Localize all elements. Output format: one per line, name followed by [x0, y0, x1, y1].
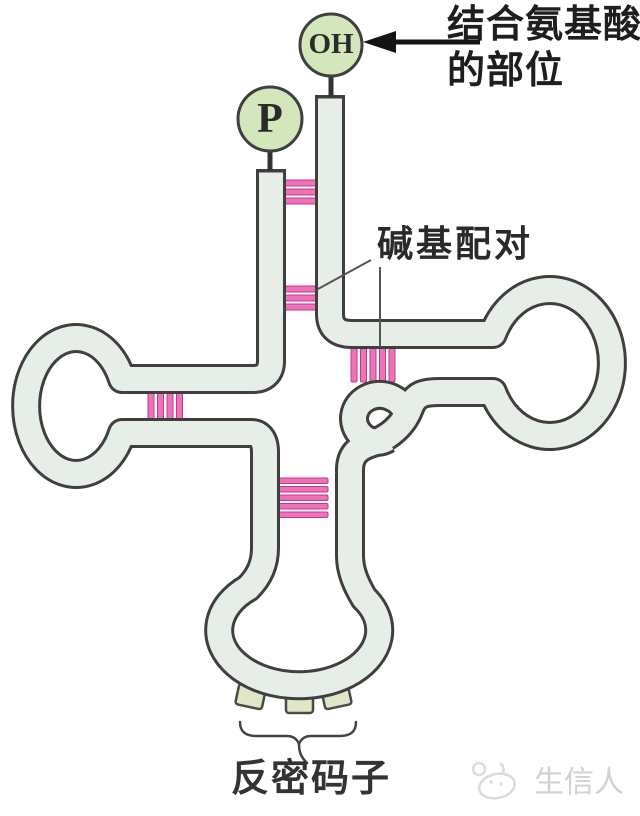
- anticodon-brace-tail: [297, 742, 309, 765]
- phosphate-circle: [236, 85, 304, 153]
- amino-acid-site-arrow: [363, 31, 480, 53]
- arrow-head-icon: [363, 31, 396, 53]
- watermark-text: 生信人: [534, 766, 624, 799]
- hydroxyl-circle: [298, 12, 364, 78]
- base-pair-bars-acceptor-mid: [281, 285, 320, 311]
- phosphate-label: P: [257, 96, 283, 142]
- amino-acid-site-label-line1: 结合氨基酸: [447, 4, 640, 46]
- base-pairing-label: 碱基配对: [377, 224, 534, 264]
- base-pair-bars-anticodon-stem: [277, 477, 329, 518]
- base-pair-bars-right-arm: [350, 343, 396, 383]
- anticodon-label: 反密码子: [231, 758, 392, 800]
- anticodon-brace: [238, 720, 358, 765]
- base-pairing-pointer-left: [317, 259, 372, 290]
- watermark-logo-icon: [471, 761, 517, 800]
- base-pair-bars-acceptor-top: [281, 179, 320, 205]
- trna-tube: [11, 95, 627, 701]
- trna-tube-fill: [14, 98, 624, 698]
- hydroxyl-label: OH: [308, 28, 354, 60]
- amino-acid-site-label-line2: 的部位: [447, 50, 565, 92]
